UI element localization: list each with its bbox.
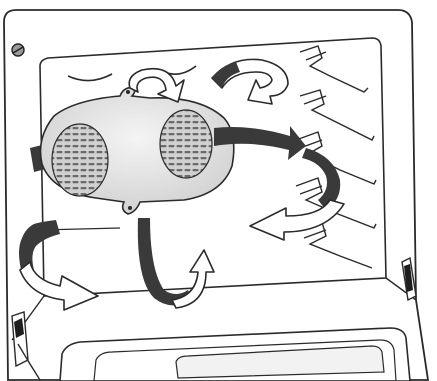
fan-grille-right: [159, 109, 213, 179]
airflow-dark-band-lower-left: [19, 220, 60, 274]
heating-element-mark: [67, 73, 113, 82]
shelf-runners-right: [295, 45, 377, 269]
airflow-right-swirl-lower: [249, 199, 345, 241]
door-bottom: [59, 327, 411, 381]
airflow-top-right-dark: [212, 62, 240, 88]
airflow-bottom-center-loop: [171, 249, 215, 309]
airflow-right-swirl-dark: [302, 148, 341, 210]
airflow-right-swirl-upper: [214, 126, 306, 160]
fan-grille-left: [51, 123, 109, 197]
airflow-bottom-left-curl: [19, 261, 99, 311]
screw-icon: [11, 43, 25, 57]
lamp-bracket-right: [401, 256, 417, 302]
hinge-left: [11, 311, 41, 381]
airflow-top-left-loop: [128, 67, 185, 103]
airflow-bottom-center-band: [137, 218, 192, 306]
